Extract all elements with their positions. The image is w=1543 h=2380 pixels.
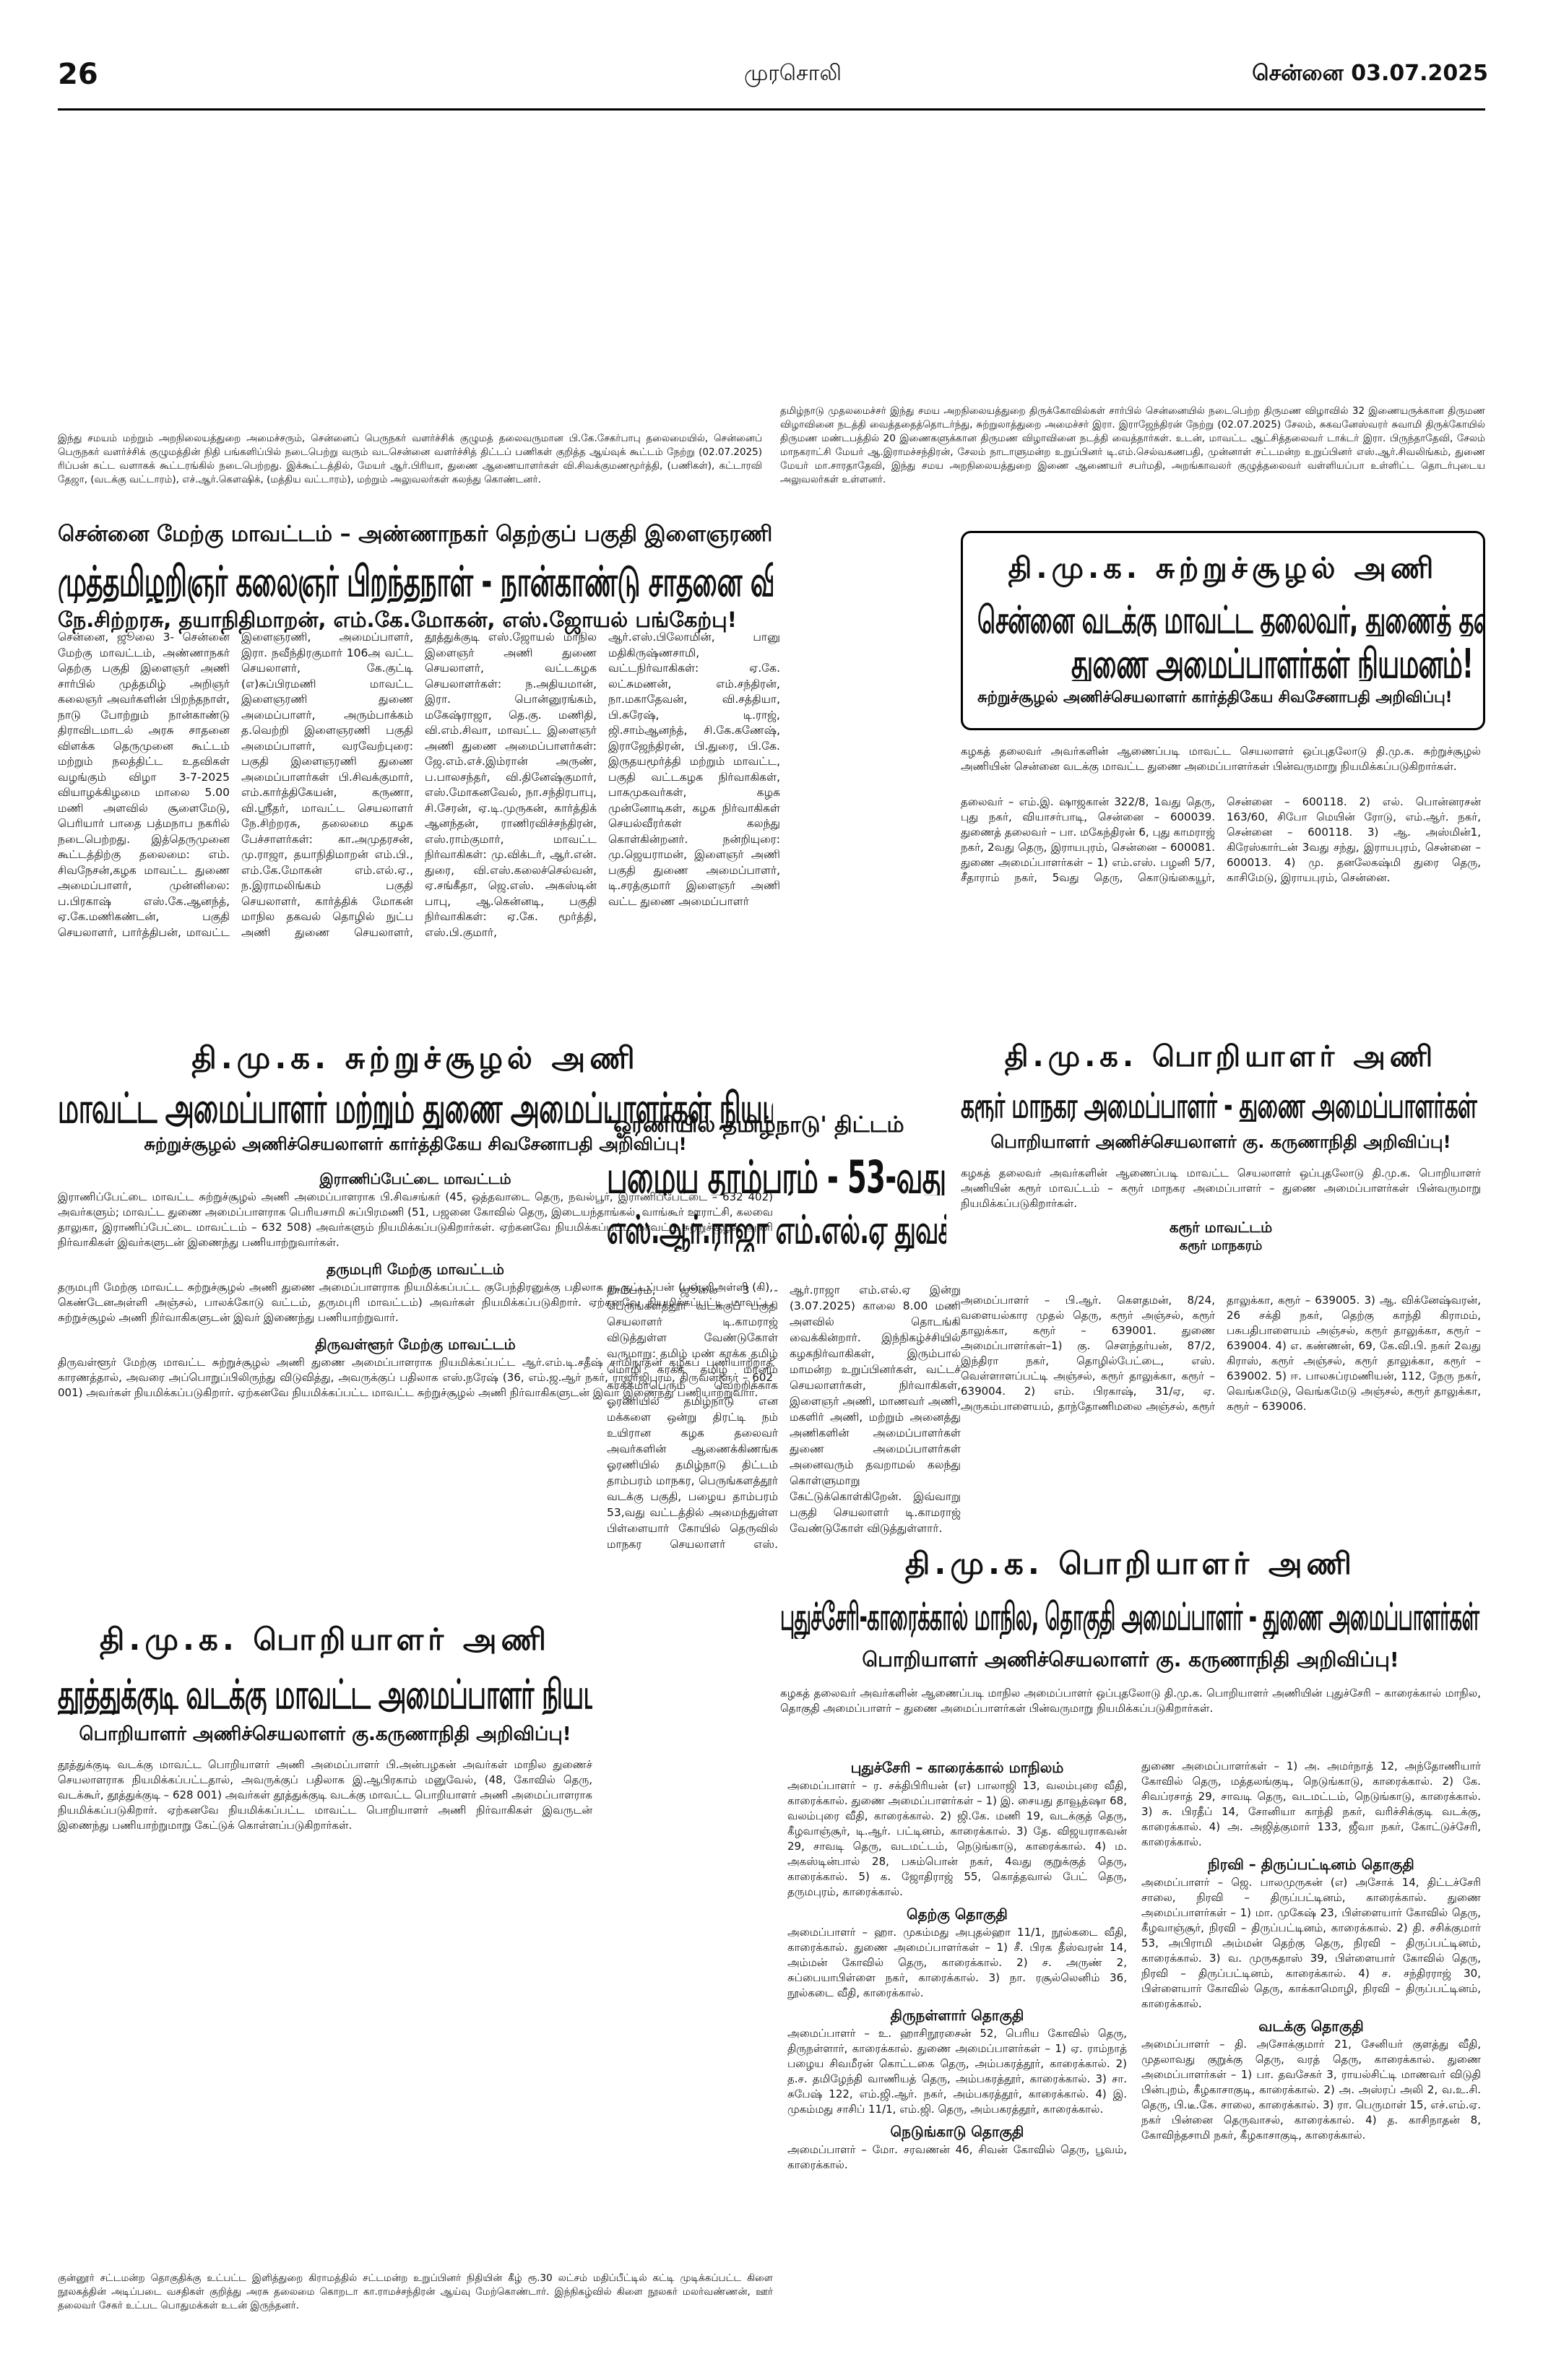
photo-right bbox=[780, 119, 1485, 404]
story2-title-wrap: தி.மு.க. சுற்றுச்சூழல் அணி bbox=[58, 1040, 773, 1076]
section-text: அமைப்பாளர் – ர. சக்திபிரியன் (எ) பாலாஜி … bbox=[787, 1779, 1127, 1898]
story5-headline2: துணை அமைப்பாளர்கள் நியமனம்! bbox=[1071, 641, 1474, 681]
story7-headline: புதுச்சேரி-காரைக்கால் மாநில, தொகுதி அமைப… bbox=[780, 1596, 1481, 1639]
photo-bottom bbox=[58, 1965, 773, 2268]
story4-headline: தூத்துக்குடி வடக்கு மாவட்ட அமைப்பாளர் நி… bbox=[58, 1671, 592, 1715]
dateline: சென்னை 03.07.2025 bbox=[1252, 61, 1488, 86]
section-title: தருமபுரி மேற்கு மாவட்டம் bbox=[326, 1260, 505, 1278]
story5-box-title: தி.மு.க. சுற்றுச்சூழல் அணி bbox=[1008, 552, 1438, 585]
page-number: 26 bbox=[58, 58, 98, 91]
photo-left bbox=[58, 119, 766, 419]
story5-box: தி.மு.க. சுற்றுச்சூழல் அணி சென்னை வடக்கு… bbox=[961, 531, 1485, 730]
story4-body: தூத்துக்குடி வடக்கு மாவட்ட பொறியாளர் அணி… bbox=[58, 1758, 592, 1832]
story1-kicker: சென்னை மேற்கு மாவட்டம் – அண்ணாநகர் தெற்க… bbox=[58, 522, 773, 547]
section-text: தருமபுரி மேற்கு மாவட்ட சுற்றுச்சூழல் அணி… bbox=[58, 1281, 773, 1324]
right-photo-caption: தமிழ்நாடு முதலமைச்சர் இந்து சமய அறநிலையத… bbox=[780, 405, 1485, 485]
section-title: இராணிப்பேட்டை மாவட்டம் bbox=[319, 1170, 511, 1187]
story1-body-left: சென்னை, ஜூலை 3- சென்னை மேற்கு மாவட்டம், … bbox=[58, 631, 780, 939]
story7: தி.மு.க. பொறியாளர் அணி புதுச்சேரி-காரைக்… bbox=[780, 1546, 1481, 1716]
section-title: திருநள்ளார் தொகுதி bbox=[890, 2007, 1024, 2024]
masthead-rule bbox=[58, 108, 1485, 111]
section-title: நெடுங்காடு தொகுதி bbox=[890, 2123, 1024, 2140]
story4-subhead: பொறியாளர் அணிச்செயலாளர் கு.கருணாநிதி அறி… bbox=[79, 1723, 571, 1745]
section-text: அமைப்பாளர் – ஜெ. பாலமுருகன் (எ) அசோக் 14… bbox=[1141, 1876, 1481, 2010]
left-photo-caption: இந்து சமயம் மற்றும் அறநிலையத்துறை அமைச்ச… bbox=[58, 433, 762, 485]
story6-headline: கரூர் மாநகர அமைப்பாளர் - துணை அமைப்பாளர்… bbox=[961, 1086, 1481, 1122]
story6-subhead: பொறியாளர் அணிச்செயலாளர் கு. கருணாநிதி அற… bbox=[990, 1132, 1451, 1152]
story3-kicker: 'ஓரணியில் தமிழ்நாடு' திட்டம் bbox=[607, 1112, 904, 1138]
story6-box-title: தி.மு.க. பொறியாளர் அணி bbox=[1004, 1040, 1438, 1073]
story1-subhead: நே.சிற்றரசு, தயாநிதிமாறன், எம்.கே.மோகன்,… bbox=[58, 607, 737, 632]
section-title: வடக்கு தொகுதி bbox=[1258, 2017, 1364, 2035]
section-text: அமைப்பாளர் – ஹா. முகம்மது அபுதல்ஹா 11/1,… bbox=[787, 1926, 1127, 1999]
story6: தி.மு.க. பொறியாளர் அணி கரூர் மாநகர அமைப்… bbox=[961, 1040, 1481, 1255]
masthead: 26 முரசொலி சென்னை 03.07.2025 bbox=[58, 58, 1488, 101]
story5-intro: கழகத் தலைவர் அவர்களின் ஆணைப்படி மாவட்ட ச… bbox=[961, 745, 1481, 773]
section-title: திருவள்ளூர் மேற்கு மாவட்டம் bbox=[315, 1336, 516, 1353]
story-anna-nagar: சென்னை மேற்கு மாவட்டம் – அண்ணாநகர் தெற்க… bbox=[58, 522, 773, 635]
section-text: அமைப்பாளர் – மோ. சரவணன் 46, சிவன் கோவில்… bbox=[787, 2143, 1127, 2171]
story7-col2: துணை அமைப்பாளர்கள் – 1) அ. அமர்நாத் 12, … bbox=[1141, 1759, 1481, 2143]
story7-col1: புதுச்சேரி – காரைக்கால் மாநிலம் அமைப்பாள… bbox=[787, 1759, 1127, 2173]
story7-box-title: தி.மு.க. பொறியாளர் அணி bbox=[905, 1546, 1356, 1581]
story4-box-title: தி.மு.க. பொறியாளர் அணி bbox=[100, 1622, 550, 1657]
story1-headline: முத்தமிழறிஞர் கலைஞர் பிறந்தநாள் - நான்கா… bbox=[58, 557, 773, 603]
section-text: அமைப்பாளர் – தி. அசோக்குமார் 21, சேனியர்… bbox=[1141, 2038, 1481, 2142]
newspaper-name: முரசொலி bbox=[744, 61, 842, 86]
story3: 'ஓரணியில் தமிழ்நாடு' திட்டம் பழைய தாம்பர… bbox=[607, 1112, 946, 1252]
story4: தி.மு.க. பொறியாளர் அணி தூத்துக்குடி வடக்… bbox=[58, 1622, 592, 1954]
story7-intro: கழகத் தலைவர் அவர்களின் ஆணைப்படி மாநில அம… bbox=[780, 1687, 1481, 1715]
story5-body: தலைவர் – எம்.இ. ஷாஜகான் 322/8, 1வது தெரு… bbox=[961, 795, 1481, 884]
section-text: திருவள்ளூர் மேற்கு மாவட்ட சுற்றுச்சூழல் … bbox=[58, 1356, 773, 1399]
bottom-photo-caption: குன்னூர் சட்டமன்ற தொகுதிக்கு உட்பட்ட இளி… bbox=[58, 2272, 773, 2311]
story6-intro: கழகத் தலைவர் அவர்களின் ஆணைப்படி மாவட்ட ச… bbox=[961, 1167, 1481, 1210]
story2-sections: இராணிப்பேட்டை மாவட்டம் இராணிப்பேட்டை மாவ… bbox=[58, 1170, 773, 1401]
section-title: நிரவி – திருப்பட்டினம் தொகுதி bbox=[1208, 1856, 1414, 1873]
story5-headline1: சென்னை வடக்கு மாவட்ட தலைவர், துணைத் தலைவ… bbox=[977, 599, 1483, 636]
story6-district: கரூர் மாவட்டம் bbox=[1169, 1219, 1273, 1236]
section-text: அமைப்பாளர் – உ. ஹாசிநூரசைன் 52, பெரிய கோ… bbox=[787, 2027, 1127, 2116]
story5-subhead: சுற்றுச்சூழல் அணிச்செயலாளர் கார்த்திகேய … bbox=[977, 688, 1453, 706]
story3-headline2: எஸ்.ஆர்.ராஜா எம்.எல்.ஏ துவக்கி வைக்கிறார… bbox=[607, 1207, 946, 1252]
story7-col2-top: துணை அமைப்பாளர்கள் – 1) அ. அமர்நாத் 12, … bbox=[1141, 1760, 1481, 1848]
story2-subhead: சுற்றுச்சூழல் அணிச்செயலாளர் கார்த்திகேய … bbox=[144, 1134, 687, 1154]
story2-headline-wrap: மாவட்ட அமைப்பாளர் மற்றும் துணை அமைப்பாளர… bbox=[58, 1083, 773, 1130]
story6-body: அமைப்பாளர் – பி.ஆர். கௌதமன், 8/24, வளையல… bbox=[961, 1294, 1481, 1413]
story2-headline: மாவட்ட அமைப்பாளர் மற்றும் துணை அமைப்பாளர… bbox=[58, 1083, 773, 1130]
story2-box-title: தி.மு.க. சுற்றுச்சூழல் அணி bbox=[191, 1040, 639, 1076]
section-title: புதுச்சேரி – காரைக்கால் மாநிலம் bbox=[850, 1759, 1064, 1776]
story7-subhead: பொறியாளர் அணிச்செயலாளர் கு. கருணாநிதி அற… bbox=[862, 1648, 1399, 1671]
story3-body: தாம்பரம், ஜூலை 3 - பெருங்களத்தூர் வடக்கு… bbox=[607, 1284, 961, 1551]
section-text: இராணிப்பேட்டை மாவட்ட சுற்றுச்சூழல் அணி அ… bbox=[58, 1190, 773, 1249]
section-title: தெற்கு தொகுதி bbox=[907, 1905, 1008, 1923]
story6-city: கரூர் மாநகரம் bbox=[1179, 1238, 1263, 1253]
story3-headline1: பழைய தாம்பரம் - 53-வது வட்டத்தில் bbox=[607, 1151, 946, 1195]
